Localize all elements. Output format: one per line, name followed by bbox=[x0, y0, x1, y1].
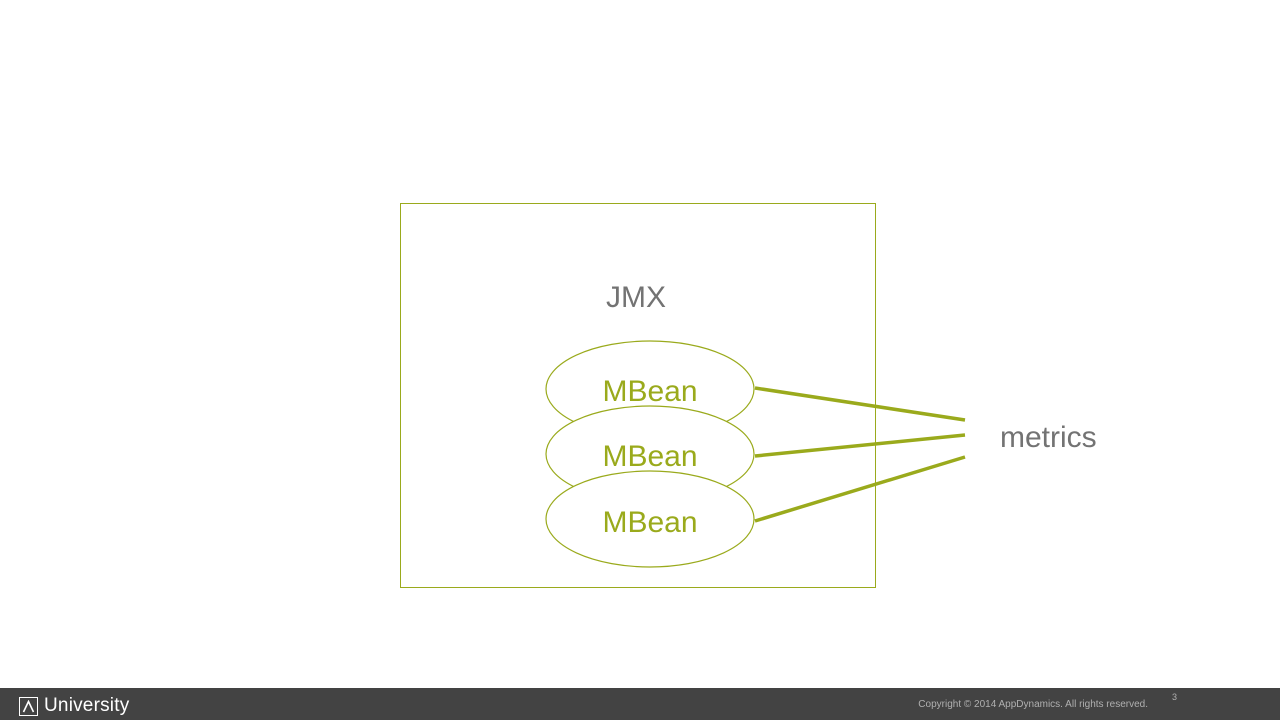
mbean-label-2: MBean bbox=[602, 440, 697, 473]
connector-line-3 bbox=[754, 455, 966, 523]
mbean-label-3: MBean bbox=[602, 506, 697, 539]
jmx-container-box bbox=[400, 203, 876, 588]
page-number: 3 bbox=[1172, 692, 1178, 702]
mbean-label-1: MBean bbox=[602, 375, 697, 408]
footer-logo: University bbox=[19, 694, 129, 718]
metrics-label: metrics bbox=[1000, 421, 1097, 454]
jmx-label: JMX bbox=[606, 281, 666, 314]
connector-lines bbox=[754, 386, 966, 523]
mbean-node-3: MBean bbox=[545, 470, 755, 568]
copyright-text: Copyright © 2014 AppDynamics. All rights… bbox=[918, 699, 1148, 710]
appdynamics-logo-icon bbox=[19, 696, 38, 716]
connector-line-1 bbox=[754, 386, 966, 422]
mbean-ellipse-3 bbox=[545, 470, 755, 568]
connector-line-2 bbox=[754, 433, 966, 458]
footer-bar bbox=[0, 688, 1280, 720]
logo-text: University bbox=[44, 695, 130, 716]
